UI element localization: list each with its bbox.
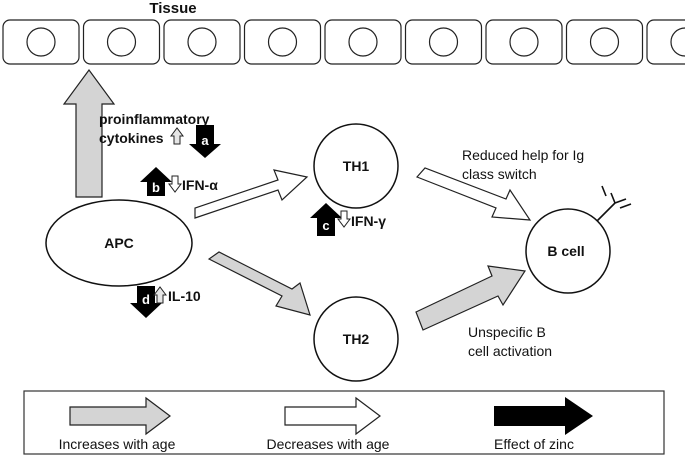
tissue-cell-nucleus (428, 27, 459, 57)
tissue-cell (565, 19, 644, 65)
tissue-cell (82, 19, 161, 65)
bcell-label: B cell (547, 243, 584, 259)
legend-decreases-label: Decreases with age (267, 436, 390, 452)
tissue-cell-nucleus (348, 27, 378, 57)
reduced-help-label-line1: Reduced help for Ig (462, 147, 584, 163)
tissue-cell (163, 19, 241, 65)
tissue-cells (2, 19, 685, 65)
apc-to-th2-arrow (207, 251, 311, 316)
legend-increases-label: Increases with age (59, 436, 176, 452)
cytokines-label: cytokines (99, 130, 164, 146)
th2-to-bcell-arrow (415, 265, 527, 331)
il10-label: IL-10 (168, 288, 201, 304)
badge-c: c (322, 218, 329, 233)
legend-decrease-arrow-icon (284, 396, 381, 436)
zinc-up-arrow-b-icon (140, 167, 172, 196)
badge-d: d (142, 292, 150, 307)
th1-node (313, 123, 399, 209)
th1-label: TH1 (343, 158, 370, 174)
il10-up-outline-arrow-icon (153, 286, 167, 304)
ifn-alpha-down-outline-arrow-icon (168, 175, 182, 193)
ifn-gamma-down-outline-arrow-icon (337, 210, 351, 228)
legend-zinc-label: Effect of zinc (494, 436, 574, 452)
badge-b: b (152, 180, 160, 195)
zinc-up-arrow-c-icon (310, 203, 342, 236)
apc-to-tissue-arrow (62, 68, 116, 198)
tissue-cell-nucleus (670, 27, 685, 57)
bcell-node (525, 208, 611, 294)
tissue-cell (324, 19, 402, 65)
th1-to-bcell-arrow (415, 167, 532, 221)
unspecific-label-line1: Unspecific B (468, 324, 546, 340)
legend-zinc-arrow-icon (494, 397, 593, 435)
tissue-cell (2, 19, 80, 65)
tissue-cell-nucleus (187, 27, 217, 57)
unspecific-label-line2: cell activation (468, 343, 552, 359)
tissue-cell (646, 19, 685, 65)
th2-label: TH2 (343, 331, 370, 347)
proinflammatory-label: proinflammatory (99, 111, 210, 127)
ifn-alpha-label: IFN-α (182, 177, 218, 193)
zinc-down-arrow-a-icon (189, 125, 221, 158)
tissue-cell-nucleus (589, 27, 620, 57)
tissue-cell (243, 19, 322, 65)
apc-label: APC (104, 235, 134, 251)
th2-node (313, 296, 399, 382)
tissue-cell (404, 19, 483, 65)
tissue-cell-nucleus (509, 27, 539, 57)
tissue-cell-nucleus (106, 27, 137, 57)
apc-node (45, 199, 193, 287)
cytokines-up-outline-arrow-icon (170, 127, 184, 145)
tissue-cell-nucleus (26, 27, 56, 57)
reduced-help-label-line2: class switch (462, 166, 537, 182)
tissue-cell (485, 19, 563, 65)
ifn-gamma-label: IFN-γ (351, 213, 386, 229)
legend-increase-arrow-icon (69, 396, 171, 436)
bcell-receptor-icon (596, 185, 632, 222)
apc-to-th1-arrow (194, 169, 309, 219)
badge-a: a (201, 133, 209, 148)
tissue-title: Tissue (149, 0, 196, 17)
tissue-cell-nucleus (267, 27, 298, 57)
zinc-down-arrow-d-icon (130, 286, 162, 318)
